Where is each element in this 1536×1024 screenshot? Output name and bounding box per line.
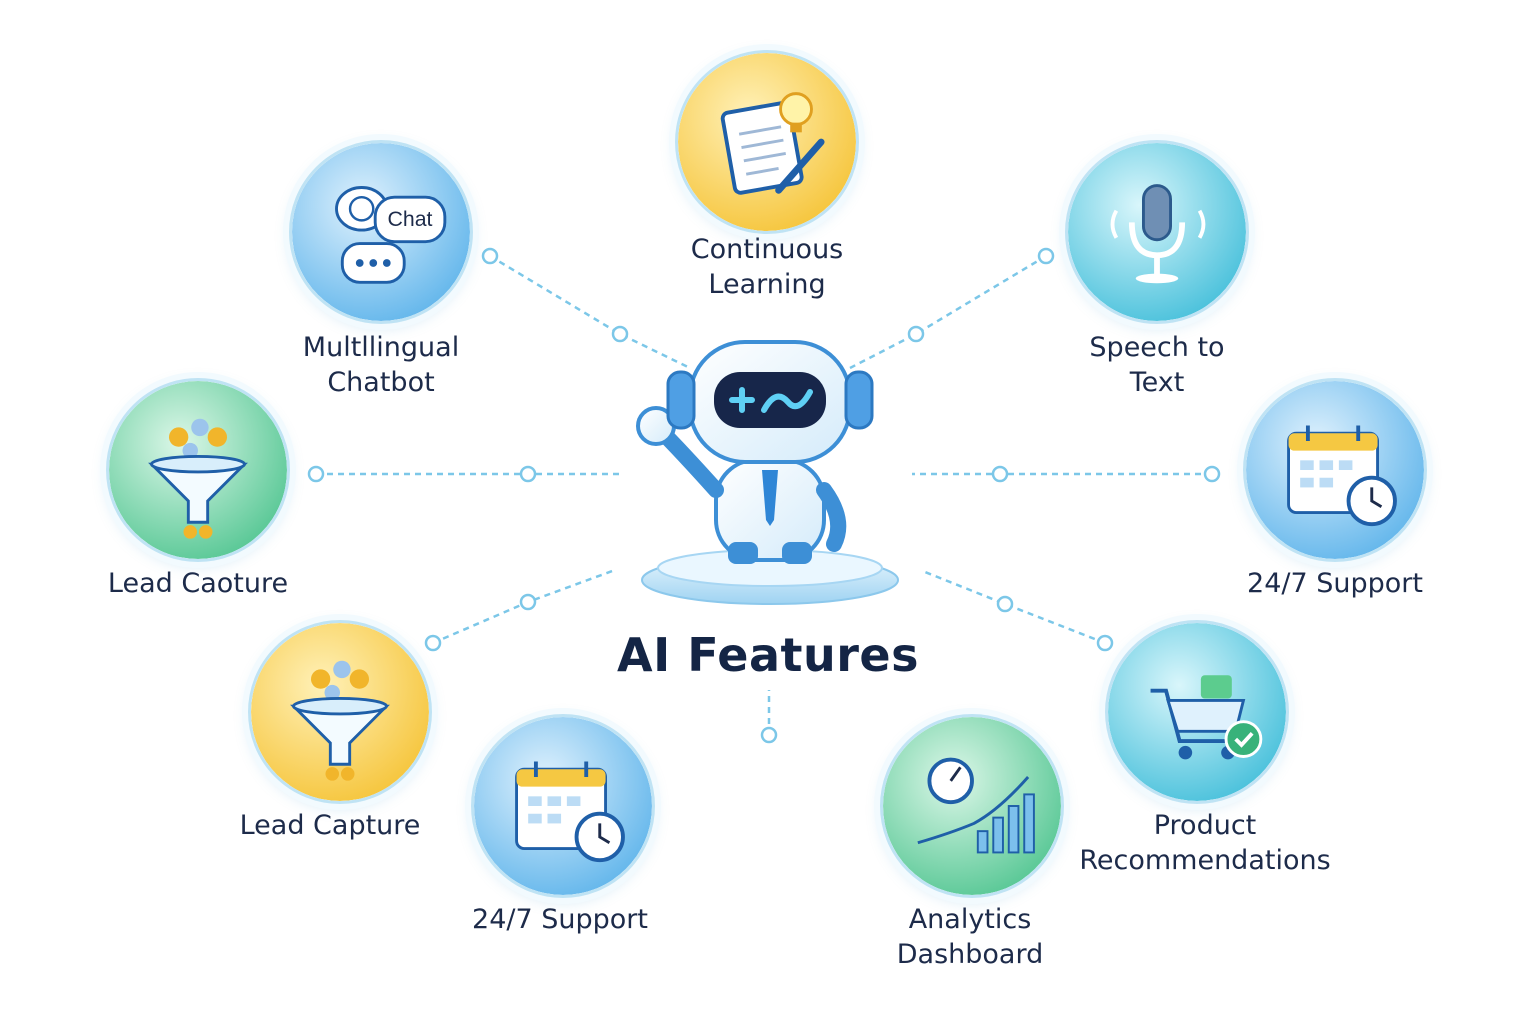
feature-label: Analytics Dashboard (896, 904, 1044, 970)
calendar-clock-icon (1243, 378, 1427, 562)
microphone-icon (1065, 140, 1249, 324)
calendar-clock-icon (471, 714, 655, 898)
diagram-title: AI Features (616, 628, 920, 682)
connector-node (424, 634, 442, 652)
chart-gauge-icon (880, 714, 1064, 898)
feature-label: Continuous Learning (690, 234, 844, 300)
connector-node (1037, 247, 1055, 265)
connector-node (307, 465, 325, 483)
chat-bubble-text: Chat (388, 207, 433, 231)
connector-node (611, 325, 629, 343)
feature-label: Lead Caoture (107, 568, 289, 599)
robot-mascot-icon (620, 330, 920, 610)
chat-bubbles-icon: Chat (289, 140, 473, 324)
shopping-cart-icon (1105, 620, 1289, 804)
funnel-icon (248, 620, 432, 804)
funnel-icon (106, 378, 290, 562)
connector-node (519, 593, 537, 611)
notebook-lightbulb-icon (675, 50, 859, 234)
connector-node (1096, 634, 1114, 652)
feature-label: 24/7 Support (1247, 568, 1423, 599)
connector-line (489, 254, 691, 370)
feature-label: Product Recommendations (1079, 810, 1331, 876)
feature-label: Lead Capture (239, 810, 421, 841)
connector-node (1203, 465, 1221, 483)
connector-line (924, 570, 1106, 645)
feature-label: 24/7 Support (472, 904, 648, 935)
connector-node (907, 325, 925, 343)
connector-node (760, 726, 778, 744)
connector-node (519, 465, 537, 483)
connector-node (996, 595, 1014, 613)
connector-node (481, 247, 499, 265)
feature-label: Speech to Text (1089, 332, 1225, 398)
feature-label: Multllingual Chatbot (302, 332, 460, 398)
connector-line (849, 254, 1047, 370)
connector-node (991, 465, 1009, 483)
